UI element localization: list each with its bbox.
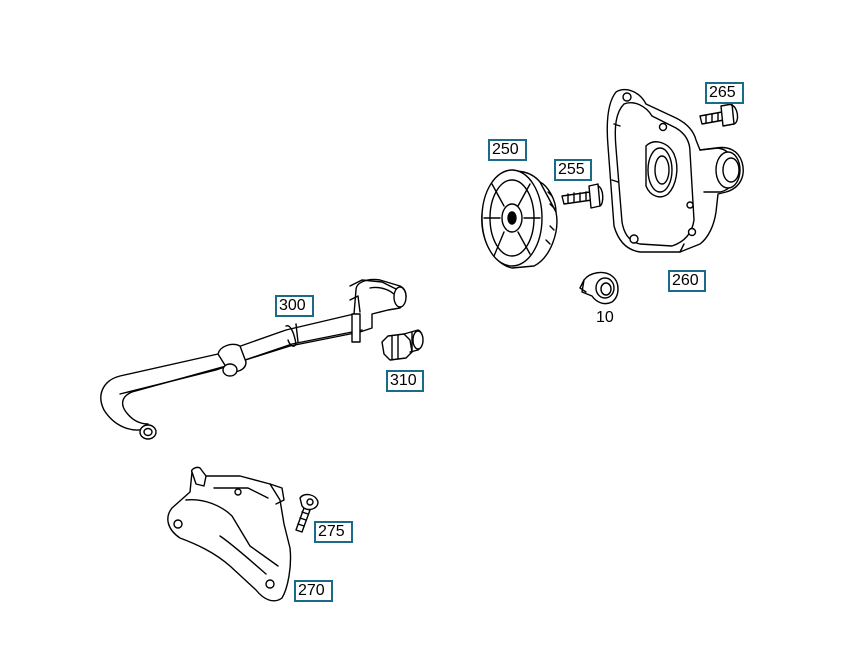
callout-260[interactable]: 260: [668, 270, 706, 292]
pipe-fitting-310[interactable]: [381, 329, 424, 361]
hose-clamp-10[interactable]: [579, 271, 619, 305]
cover-270[interactable]: [167, 466, 292, 602]
coolant-pipe-300[interactable]: [100, 278, 407, 440]
callout-300[interactable]: 300: [275, 295, 314, 317]
water-pump-housing-260[interactable]: [606, 88, 744, 253]
pulley-250[interactable]: [481, 169, 558, 269]
callout-270[interactable]: 270: [294, 580, 333, 602]
callout-265[interactable]: 265: [705, 82, 744, 104]
callout-250[interactable]: 250: [488, 139, 527, 161]
bolt-255[interactable]: [561, 183, 604, 209]
label-10: 10: [596, 309, 614, 326]
bolt-265[interactable]: [699, 103, 739, 127]
bolt-275[interactable]: [295, 493, 319, 533]
callout-310[interactable]: 310: [386, 370, 424, 392]
callout-275[interactable]: 275: [314, 521, 353, 543]
callout-255[interactable]: 255: [554, 159, 592, 181]
